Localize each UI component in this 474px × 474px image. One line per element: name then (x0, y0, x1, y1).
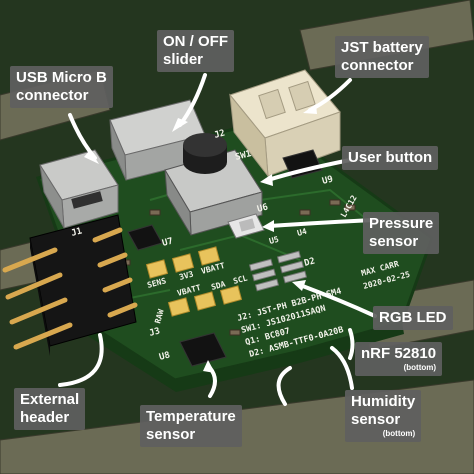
nrf-sub: (bottom) (403, 363, 437, 372)
rgb-led-label: RGB LED (373, 306, 453, 330)
rgb-led-text: RGB LED (379, 309, 447, 326)
test-pads (145, 246, 243, 317)
callout-arrows (58, 73, 377, 406)
silk-j1: J1 (70, 226, 83, 238)
jst-line1: JST battery (341, 39, 423, 56)
temperature-line2: sensor (146, 426, 196, 443)
tactile-button-icon (164, 133, 263, 236)
user-button-label: User button (342, 146, 439, 170)
pressure-line2: sensor (369, 233, 419, 250)
on-off-line2: slider (163, 51, 204, 68)
silk-u9: U9 (321, 174, 334, 186)
silk-j3: J3 (148, 326, 161, 338)
silk-sda: SDA (210, 279, 226, 291)
usb-micro-b-connector-label: USB Micro B connector (10, 66, 113, 108)
arrow-header (58, 333, 104, 387)
pin-header-icon (2, 214, 138, 356)
jst-line2: connector (341, 57, 414, 74)
silk-sw1: SW1 (234, 149, 252, 163)
temperature-line1: Temperature (146, 408, 236, 425)
usb-line2: connector (16, 87, 89, 104)
external-line2: header (20, 409, 70, 426)
rgb-led-pads (248, 250, 308, 292)
arrow-button (266, 158, 352, 182)
usb-micro-b-connector-icon (39, 149, 119, 229)
silk-u4: U4 (296, 227, 308, 238)
usb-line1: USB Micro B (16, 69, 107, 86)
user-button-text: User button (348, 149, 433, 166)
humidity-line2: sensor (351, 411, 401, 428)
nrf52810-label: nRF 52810 (bottom) (355, 342, 443, 376)
silk-u5: U5 (268, 235, 280, 246)
external-line1: External (20, 391, 80, 408)
humidity-line1: Humidity (351, 393, 416, 410)
humidity-sensor-label: Humidity sensor (bottom) (345, 390, 422, 442)
on-off-line1: ON / OFF (163, 33, 228, 50)
on-off-slider-label: ON / OFF slider (157, 30, 234, 72)
silk-scl: SCL (232, 273, 248, 285)
silk-3v3: 3V3 (178, 269, 194, 281)
silk-u8: U8 (158, 350, 171, 362)
silk-u6: U6 (256, 202, 269, 214)
arrow-rgb (298, 283, 377, 318)
silk-u7: U7 (161, 236, 174, 248)
pressure-sensor-label: Pressure sensor (363, 212, 440, 254)
jst-battery-connector-label: JST battery connector (335, 36, 429, 78)
arrow-humidity2 (330, 346, 354, 390)
arrow-humidity (276, 366, 292, 406)
silk-d2: D2 (303, 256, 316, 268)
silk-raw: RAW (153, 308, 165, 324)
arrow-nrf (348, 328, 355, 360)
pressure-line1: Pressure (369, 215, 434, 232)
nrf-text: nRF 52810 (361, 345, 437, 362)
pressure-sensor-chip-icon (227, 213, 265, 239)
silk-j2: J2 (213, 128, 226, 140)
temperature-sensor-label: Temperature sensor (140, 405, 242, 447)
external-header-label: External header (14, 388, 86, 430)
humidity-sub: (bottom) (382, 429, 416, 438)
